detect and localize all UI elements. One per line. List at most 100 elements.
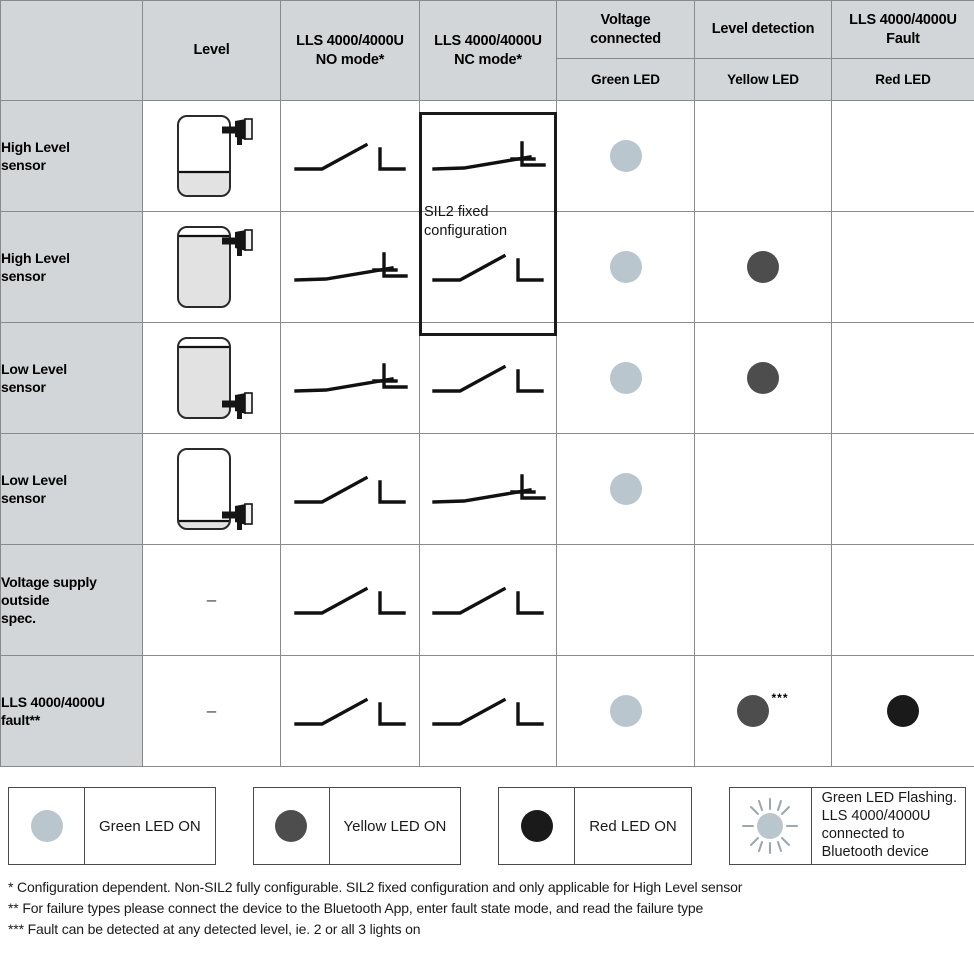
sil2-callout-label: SIL2 fixed configuration [424, 203, 559, 240]
green-led-dot-icon [30, 810, 63, 842]
red-led-cell [831, 433, 974, 545]
header-nc-mode-line1: LLS 4000/4000U [434, 33, 542, 50]
nc-mode-waveform-cell [419, 211, 557, 323]
no-mode-waveform-cell [280, 322, 420, 434]
green-led-dot-icon [609, 251, 642, 283]
header-level-detection: Level detection [694, 0, 832, 59]
signal-waveform-icon [294, 697, 406, 726]
legend-flashing-line2: LLS 4000/4000U [821, 808, 931, 825]
green-led-cell [556, 211, 695, 323]
level-illustration-cell: – [142, 655, 281, 767]
led-indicator [609, 140, 642, 172]
header-fault: LLS 4000/4000U Fault [831, 0, 974, 59]
red-led-cell [831, 655, 974, 767]
row-label-cell: LLS 4000/4000U fault** [0, 655, 143, 767]
header-fault-line1: LLS 4000/4000U [849, 12, 957, 29]
led-indicator [747, 251, 779, 283]
level-illustration-cell [142, 211, 281, 323]
led-indicator: *** [737, 691, 788, 727]
row-label-line1: Low Level [1, 360, 67, 377]
green-led-cell [556, 655, 695, 767]
led-indicator [609, 695, 642, 727]
header-blank-corner [0, 0, 143, 101]
signal-waveform-icon [294, 475, 406, 504]
yellow-led-cell: *** [694, 655, 832, 767]
signal-waveform-icon [294, 252, 408, 282]
row-label-line2: fault** [1, 712, 41, 728]
level-illustration-cell: – [142, 544, 281, 656]
header-nc-mode: LLS 4000/4000U NC mode* [419, 0, 557, 101]
led-indicator [609, 251, 642, 283]
level-illustration-cell [142, 322, 281, 434]
legend-item-red: Red LED ON [498, 787, 692, 865]
red-led-cell [831, 322, 974, 434]
sil2-callout-line1: SIL2 fixed [424, 204, 489, 220]
no-mode-waveform-cell [280, 433, 420, 545]
legend-flashing-line4: Bluetooth device [821, 843, 929, 860]
signal-waveform-icon [432, 474, 546, 504]
yellow-led-cell [694, 544, 832, 656]
footnote-3: *** Fault can be detected at any detecte… [8, 921, 421, 937]
tank-illustration [143, 332, 280, 424]
header-yellow-led: Yellow LED [694, 58, 832, 101]
red-led-cell [831, 211, 974, 323]
yellow-led-dot-icon [275, 810, 308, 842]
row-label-line3: spec. [1, 610, 36, 627]
not-applicable-dash: – [206, 589, 217, 609]
row-label-line1: Low Level [1, 471, 67, 488]
yellow-led-cell [694, 211, 832, 323]
row-label-line2: sensor [1, 268, 46, 284]
header-row-primary: Level LLS 4000/4000U NO mode* LLS 4000/4… [0, 0, 974, 101]
legend-item-flashing: Green LED Flashing. LLS 4000/4000U conne… [728, 787, 966, 865]
yellow-led-cell [694, 433, 832, 545]
legend-item-green: Green LED ON [8, 787, 216, 865]
row-label-cell: Low Level sensor [0, 433, 143, 545]
not-applicable-dash: – [206, 700, 217, 720]
level-illustration-cell [142, 433, 281, 545]
signal-waveform-icon [432, 253, 544, 282]
red-led-cell [831, 100, 974, 212]
red-led-dot-icon [887, 695, 919, 727]
no-mode-waveform-cell [280, 544, 420, 656]
green-led-cell [556, 100, 695, 212]
green-led-dot-icon [609, 473, 642, 505]
footnote-2: ** For failure types please connect the … [8, 900, 704, 916]
header-voltage-line1: Voltage [600, 12, 651, 29]
table-row: LLS 4000/4000U fault** – *** [0, 655, 974, 767]
no-mode-waveform-cell [280, 655, 420, 767]
header-green-led: Green LED [556, 58, 695, 101]
row-label-line1: High Level [1, 138, 70, 155]
row-label-line2: sensor [1, 157, 46, 173]
yellow-led-dot-icon [747, 251, 779, 283]
legend-red-label: Red LED ON [589, 817, 677, 835]
green-led-dot-icon [609, 140, 642, 172]
footnotes-block: * Configuration dependent. Non-SIL2 full… [8, 877, 966, 940]
level-sensor-icon [221, 118, 253, 145]
legend-green-label: Green LED ON [99, 817, 201, 835]
sil2-callout-line2: configuration [424, 222, 508, 239]
footnote-1: * Configuration dependent. Non-SIL2 full… [8, 879, 743, 895]
row-label-line1: LLS 4000/4000U [1, 693, 105, 710]
table-row: Low Level sensor [0, 433, 974, 545]
yellow-led-dot-icon [737, 695, 770, 727]
row-label-cell: High Level sensor [0, 100, 143, 212]
status-matrix-table: Level LLS 4000/4000U NO mode* LLS 4000/4… [0, 0, 974, 767]
red-led-cell [831, 544, 974, 656]
header-level: Level [142, 0, 281, 101]
header-voltage-line2: connected [590, 30, 661, 47]
header-row-secondary: Green LED Yellow LED Red LED [1, 58, 974, 101]
tank-illustration [143, 443, 280, 535]
green-led-cell [556, 433, 695, 545]
nc-mode-waveform-cell [419, 544, 557, 656]
legend-flashing-swatch [730, 788, 812, 864]
green-led-cell [556, 322, 695, 434]
table-header: Level LLS 4000/4000U NO mode* LLS 4000/4… [0, 0, 974, 101]
row-label-line2: sensor [1, 490, 46, 506]
no-mode-waveform-cell [280, 211, 420, 323]
